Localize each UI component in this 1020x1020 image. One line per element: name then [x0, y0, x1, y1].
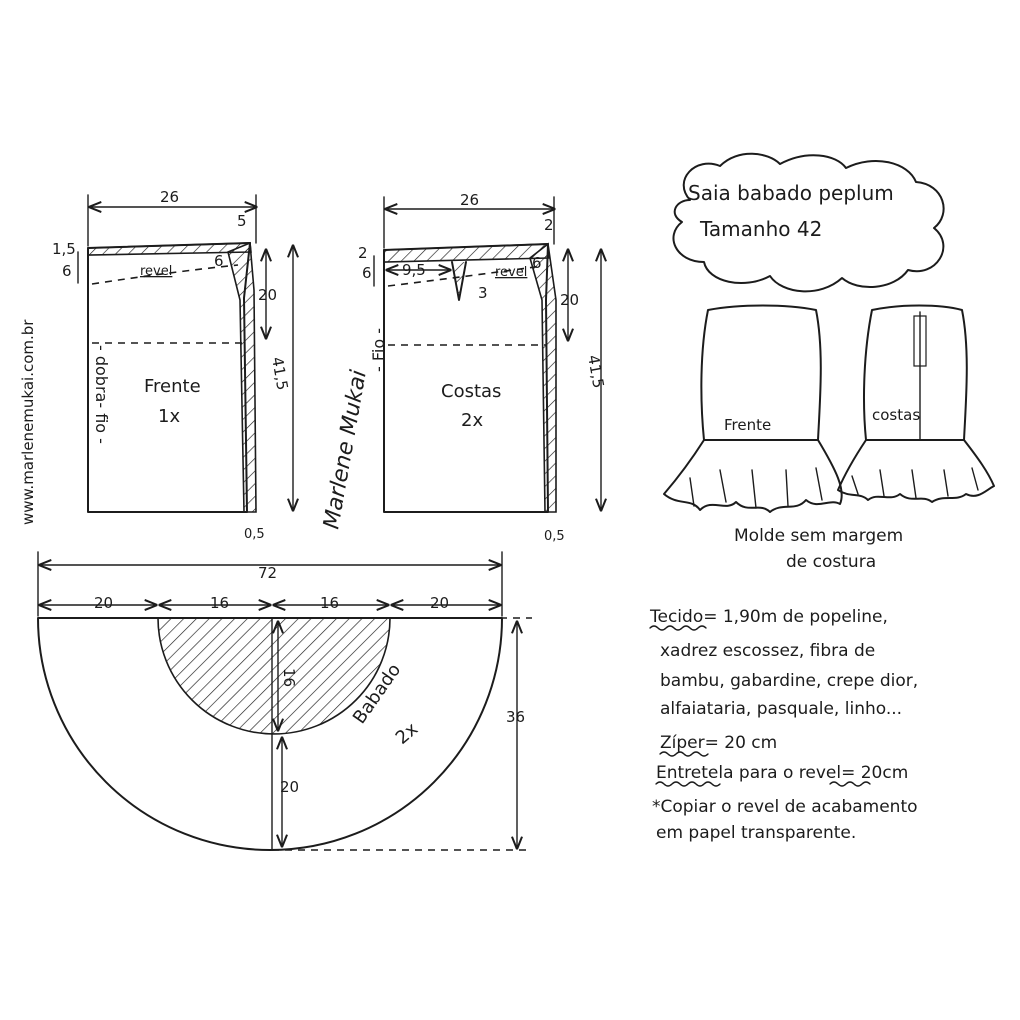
- back-length-label: 41,5: [584, 354, 608, 390]
- front-pattern-piece: [77, 194, 293, 513]
- ruffle-segment-2-label: 16: [210, 594, 229, 612]
- back-hip-depth-label: 20: [560, 291, 579, 309]
- front-hip-depth-label: 20: [258, 286, 277, 304]
- ruffle-segment-4-label: 20: [430, 594, 449, 612]
- zipper-line: Zíper= 20 cm: [660, 733, 777, 753]
- ruffle-segment-1-label: 20: [94, 594, 113, 612]
- front-width-label: 26: [160, 188, 179, 206]
- materials-notes: Tecido= 1,90m de popeline, xadrez escoss…: [649, 607, 918, 843]
- note-line: em papel transparente.: [656, 823, 856, 843]
- materials-line: xadrez escossez, fibra de: [660, 641, 875, 661]
- watermark-url: www.marlenemukai.com.br: [19, 319, 37, 525]
- ruffle-outer-band-label: 20: [280, 778, 299, 796]
- back-skirt-illustration: [837, 304, 995, 503]
- back-waist-rise-label: 2: [544, 216, 554, 234]
- ruffle-piece-count: 2x: [392, 718, 423, 749]
- title-line-1: Saia babado peplum: [688, 181, 894, 205]
- ruffle-segment-3-label: 16: [320, 594, 339, 612]
- title-cloud: [672, 152, 945, 293]
- front-facing-label: revel: [140, 264, 172, 279]
- caption-line-2: de costura: [786, 552, 876, 572]
- back-facing-label: revel: [495, 265, 527, 280]
- front-piece-name: Frente: [144, 376, 201, 397]
- interfacing-line: Entretela para o revel= 20cm: [656, 763, 908, 783]
- back-dart-width-label: 3: [478, 284, 488, 302]
- back-illustration-label: costas: [872, 406, 920, 424]
- front-waist-rise-label: 5: [237, 212, 247, 230]
- ruffle-total-width-label: 72: [258, 564, 277, 582]
- back-width-label: 26: [460, 191, 479, 209]
- back-grain-label: - Fio -: [369, 328, 388, 372]
- back-hem-offset-label: 0,5: [544, 529, 565, 544]
- front-skirt-illustration: [663, 304, 843, 513]
- designer-signature: Marlene Mukai: [319, 368, 372, 531]
- front-hem-offset-label: 0,5: [244, 527, 265, 542]
- front-facing-depth-label: 6: [62, 262, 72, 280]
- front-fold-label: - dobra- fio -: [92, 345, 111, 444]
- back-piece-count: 2x: [461, 410, 483, 431]
- front-illustration-label: Frente: [724, 416, 771, 434]
- caption-line-1: Molde sem margem: [734, 526, 903, 546]
- front-top-left-label: 1,5: [52, 240, 76, 258]
- front-piece-count: 1x: [158, 406, 180, 427]
- ruffle-pattern-piece: [37, 551, 532, 851]
- back-dart-position-label: 9,5: [402, 261, 426, 279]
- back-top-left-label: 2: [358, 244, 368, 262]
- note-line: *Copiar o revel de acabamento: [652, 797, 918, 817]
- back-piece-name: Costas: [441, 381, 501, 402]
- ruffle-inner-radius-label: 16: [280, 668, 298, 687]
- ruffle-height-label: 36: [506, 708, 525, 726]
- materials-line: alfaiataria, pasquale, linho...: [660, 699, 902, 719]
- back-facing-depth-label: 6: [362, 264, 372, 282]
- materials-line: Tecido= 1,90m de popeline,: [649, 607, 888, 627]
- front-dart-width-label: 6: [214, 252, 224, 270]
- back-pattern-piece: [373, 196, 601, 513]
- front-length-label: 41,5: [268, 356, 292, 392]
- title-line-2: Tamanho 42: [699, 217, 822, 241]
- materials-line: bambu, gabardine, crepe dior,: [660, 671, 918, 691]
- back-side-dart-label: 6: [532, 254, 542, 272]
